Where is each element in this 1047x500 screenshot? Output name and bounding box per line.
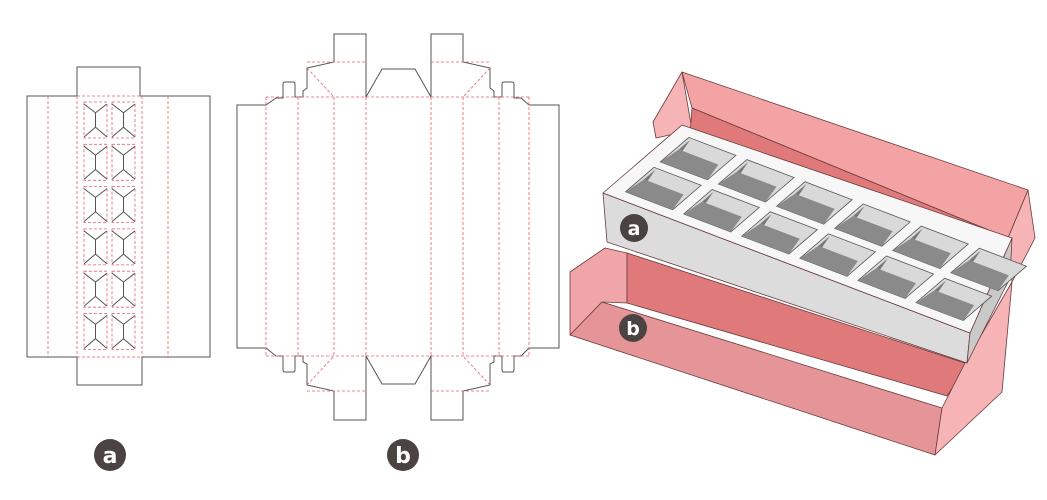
cell-shadow-wall [625,179,684,210]
cell-shadow-wall [718,171,777,202]
insert-cell [857,255,935,299]
insert-cell [717,159,795,203]
cell-fold-line [111,228,136,266]
label-badge-a-3d: a [620,214,648,242]
cell-shadow-wall [858,268,916,299]
insert-cell [799,233,877,277]
fold-line [462,67,491,98]
insert-cells [624,136,1028,322]
insert-cell-cutout [83,143,108,181]
insert-cell [659,136,737,181]
cell-cut-line [83,315,108,349]
label-badge-a: a [94,439,126,471]
assembled-box-render [569,71,1036,456]
insert-cell [915,277,993,322]
insert-cell [892,225,970,269]
cell-corner-shadow [853,206,865,218]
box-inner-back-wall [626,252,969,397]
cell-shadow-wall [834,216,893,247]
insert-cell-cutout [111,101,136,139]
cell-corner-shadow [934,280,946,292]
cell-corner-shadow [969,250,981,262]
cell-corner-shadow [702,191,714,203]
cell-shadow-wall [799,245,858,277]
cell-cut-line [111,103,136,138]
cell-fold-line [111,186,136,224]
cell-corner-shadow [818,236,830,248]
cell-cut-line [111,188,136,222]
badge-circle [387,439,419,471]
cell-cut-line [111,230,136,265]
insert-cell-cutout [111,228,136,266]
cell-fold-line [111,270,136,308]
insert-cell-cutouts [83,101,136,350]
insert-cell [950,247,1028,292]
cell-fold-line [83,228,108,266]
cell-fold-line [111,313,136,350]
cell-corner-shadow [876,258,888,270]
dieline-insert-a [26,66,211,386]
insert-cell [775,181,853,225]
insert-cell [682,189,760,233]
badge-circle [620,214,648,242]
cell-fold-line [111,101,136,139]
fold-line [306,67,335,98]
box-outline [236,33,560,421]
cell-corner-shadow [911,228,923,240]
label-a: a [103,444,118,469]
box-right-end-flap [934,281,1013,456]
cell-corner-shadow [644,169,656,181]
insert-cell [624,166,702,211]
box-fold-lines [265,61,530,392]
insert-cell [833,203,911,247]
cell-cut-line [111,315,136,349]
cell-corner-shadow [678,139,691,151]
cell-cut-line [111,145,136,180]
badge-circle [94,439,126,471]
cell-fold-line [111,143,136,181]
insert-cell-cutout [111,186,136,224]
cell-shadow-wall [776,193,835,225]
cell-fold-line [83,143,108,181]
cell-corner-shadow [795,184,807,196]
insert-cell-cutout [83,270,108,308]
fold-line [306,355,335,386]
cell-fold-line [83,101,108,139]
insert-cell [741,211,819,255]
insert-cell-cutout [83,313,108,350]
cell-fold-line [83,186,108,224]
cell-corner-shadow [760,214,772,226]
label-badge-b: b [387,439,419,471]
label-a-3d: a [628,218,641,240]
cell-cut-line [83,103,108,138]
insert-cell-cutout [83,186,108,224]
lid-left-flap [652,71,693,139]
cell-shadow-wall [741,223,800,255]
cell-cut-line [83,272,108,307]
insert-cell-cutout [111,270,136,308]
badge-circle [619,314,647,342]
insert-cell-cutout [111,313,136,350]
cell-fold-line [83,270,108,308]
insert-cell-cutout [111,143,136,181]
cell-corner-shadow [736,161,749,174]
cell-shadow-wall [892,238,951,269]
cell-fold-line [83,313,108,350]
cell-shadow-wall [683,201,742,232]
label-b-3d: b [626,318,640,340]
label-b: b [395,444,411,469]
cell-cut-line [83,188,108,222]
cell-shadow-wall [950,260,1009,291]
insert-cell-cutout [83,228,108,266]
label-badge-b-3d: b [619,314,647,342]
cell-cut-line [83,230,108,265]
insert-cell-cutout [83,101,108,139]
cell-shadow-wall [660,149,719,180]
cell-cut-line [111,272,136,307]
dieline-box-b [236,33,560,421]
insert-outline [26,66,211,386]
cell-shadow-wall [916,290,975,321]
fold-line [462,355,491,386]
cell-cut-line [83,145,108,180]
